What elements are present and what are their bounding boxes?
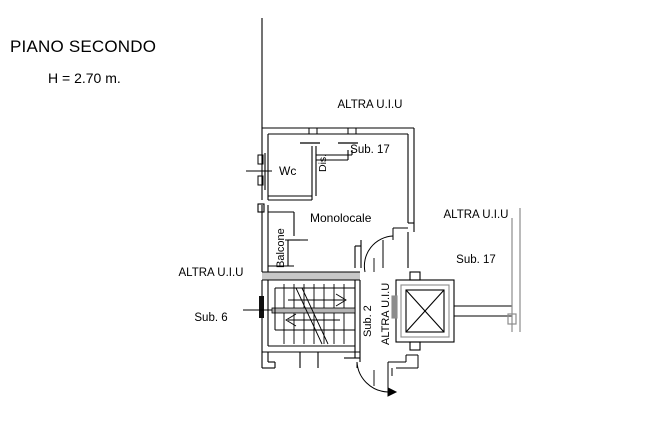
stair-direction-arrows	[285, 293, 347, 327]
stair-treads	[283, 284, 345, 344]
stair-break-line	[295, 287, 329, 345]
page-title: PIANO SECONDO	[10, 37, 157, 56]
label-right-line1: ALTRA U.I.U	[443, 209, 509, 221]
room-dis-walls	[316, 150, 353, 161]
stair-landing	[271, 287, 356, 331]
corridor-right	[454, 305, 512, 317]
ceiling-height-note: H = 2.70 m.	[48, 70, 121, 86]
room-wc-walls	[268, 146, 317, 201]
label-altra-uiu-sub6-left: ALTRA U.I.U Sub. 6	[163, 236, 259, 356]
room-label-monolocale: Monolocale	[310, 211, 372, 225]
wall-far-right	[507, 208, 521, 332]
room-label-dis: Dis.	[317, 153, 329, 172]
window-openings-top	[300, 127, 358, 144]
elevator-shaft	[391, 271, 455, 351]
label-altra-uiu-sub17-top: ALTRA U.I.U Sub. 17	[322, 68, 418, 188]
stairwell-box	[261, 280, 361, 353]
door-swing-monolocale	[363, 227, 408, 273]
label-top-line1: ALTRA U.I.U	[337, 99, 403, 111]
window-opening-left-wc	[246, 153, 272, 190]
room-label-wc: Wc	[279, 164, 297, 178]
label-left-line2: Sub. 6	[194, 312, 228, 324]
label-altra-uiu-sub2-line2: Sub. 2	[362, 305, 374, 337]
label-right-line2: Sub. 17	[456, 254, 496, 266]
wall-lower	[261, 346, 361, 369]
label-altra-uiu-sub17-right: ALTRA U.I.U Sub. 17	[428, 178, 524, 298]
door-mark-stairwell	[243, 296, 272, 318]
wall-fill-stair-top	[262, 272, 360, 280]
label-top-line2: Sub. 17	[350, 144, 390, 156]
room-label-balcone: Balcone	[275, 228, 287, 268]
monolocale-walls	[354, 222, 415, 268]
door-swing-bottom	[356, 354, 419, 397]
label-left-line1: ALTRA U.I.U	[178, 267, 244, 279]
label-altra-uiu-sub2-line1: ALTRA U.I.U	[380, 282, 392, 345]
